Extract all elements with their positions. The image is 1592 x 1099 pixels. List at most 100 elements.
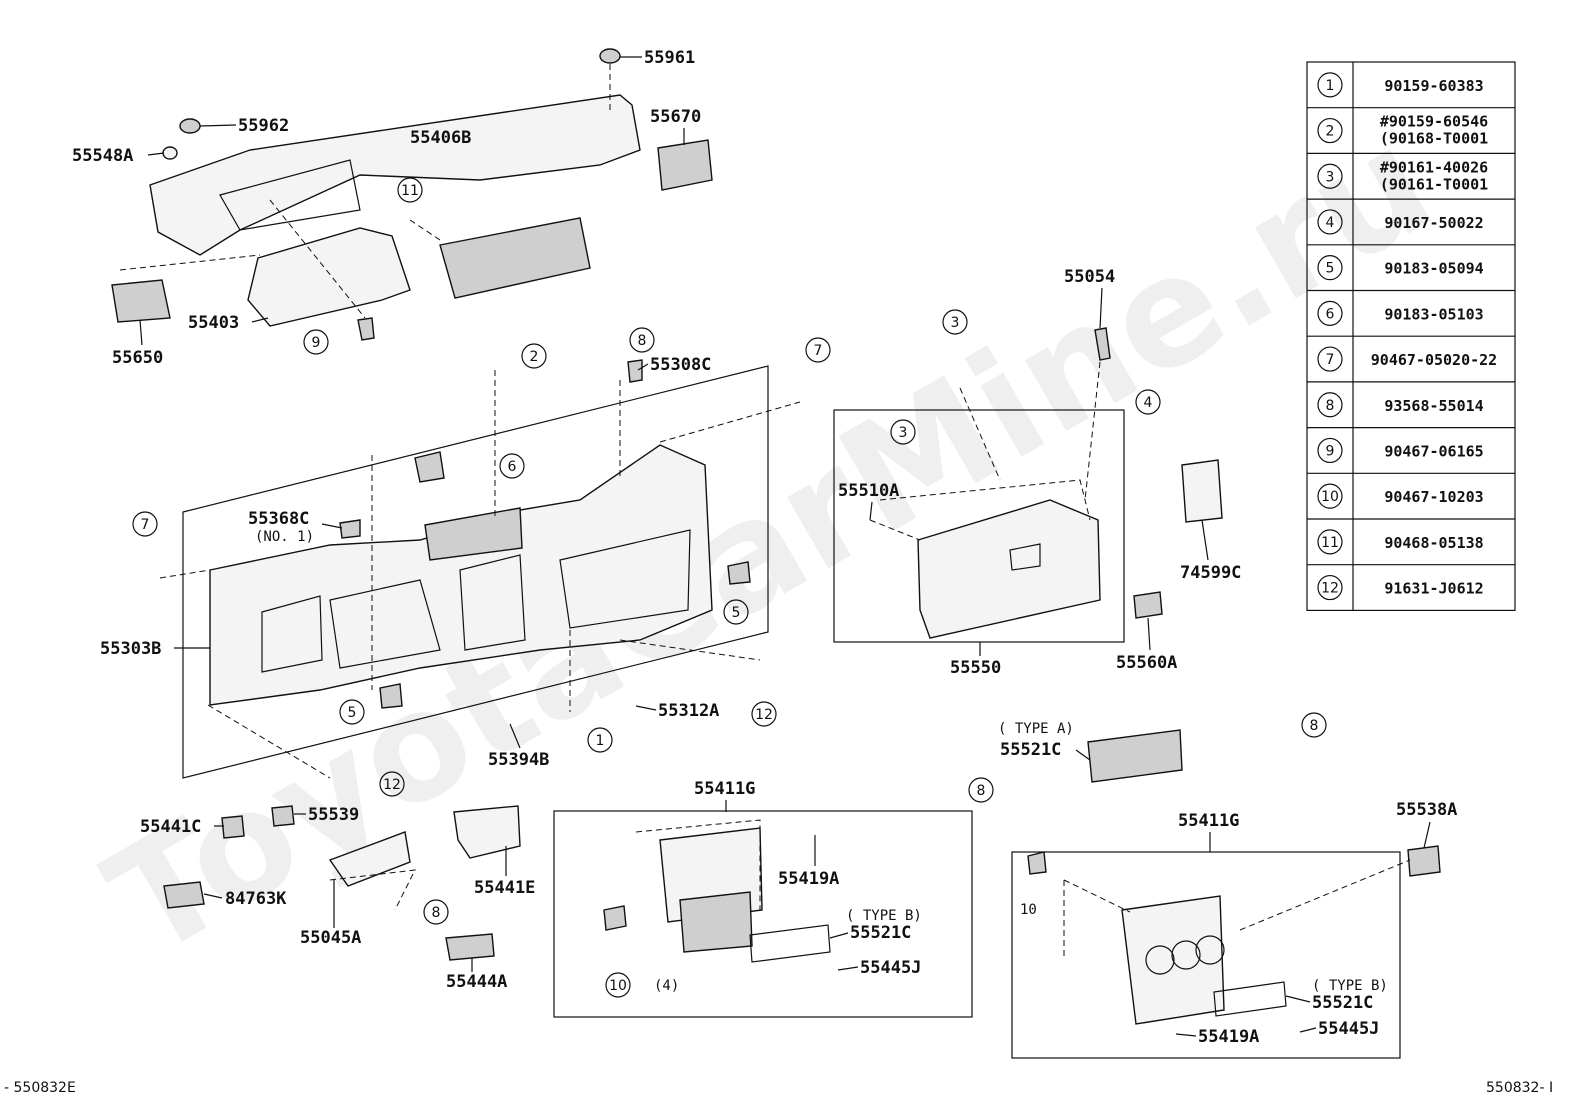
part-labels: 559615596255548A55406B556705565055403553… bbox=[72, 48, 1457, 1047]
callout-8: 8 bbox=[968, 777, 994, 803]
part-label-55961: 55961 bbox=[644, 48, 695, 68]
leader-line bbox=[251, 317, 269, 323]
leader-line bbox=[321, 523, 343, 529]
callout-3: 3 bbox=[890, 419, 916, 445]
ref-num: 6 bbox=[1326, 306, 1335, 322]
callout-circle bbox=[629, 327, 655, 353]
callout-number: 9 bbox=[312, 335, 321, 351]
part-label-55308c: 55308C bbox=[650, 355, 711, 375]
leader-line bbox=[869, 501, 873, 521]
ref-num-circle bbox=[1317, 437, 1343, 464]
callout-number: 2 bbox=[530, 349, 539, 365]
leader-line bbox=[1147, 617, 1151, 651]
note-type-a: ( TYPE A) bbox=[998, 721, 1074, 737]
callout-number: 8 bbox=[1310, 718, 1319, 734]
leader-line bbox=[1175, 1033, 1197, 1037]
ref-num-circle bbox=[1317, 529, 1343, 555]
callout-5: 5 bbox=[339, 699, 365, 725]
corner-code-right: 550832- I bbox=[1486, 1080, 1553, 1096]
part-label-74599c: 74599C bbox=[1180, 563, 1241, 583]
callout-number: 10 bbox=[609, 978, 627, 994]
callout-number: 12 bbox=[383, 777, 401, 793]
ref-num: 4 bbox=[1326, 215, 1335, 231]
part-label-55441c: 55441C bbox=[140, 817, 201, 837]
part-label-55548a: 55548A bbox=[72, 146, 133, 166]
callout-circle bbox=[132, 511, 158, 537]
part-label-55406b: 55406B bbox=[410, 128, 471, 148]
callout-number: 12 bbox=[755, 707, 773, 723]
leader-line bbox=[147, 152, 165, 156]
callout-circle bbox=[303, 329, 329, 355]
ref-num: 3 bbox=[1326, 169, 1335, 185]
part-label-55403: 55403 bbox=[188, 313, 239, 333]
part-label-55444a: 55444A bbox=[446, 972, 507, 992]
callout-1: 1 bbox=[587, 727, 613, 753]
callout-number: 8 bbox=[977, 783, 986, 799]
callout-circle bbox=[968, 777, 994, 803]
callout-number: 3 bbox=[951, 315, 960, 331]
part-label-55650: 55650 bbox=[112, 348, 163, 368]
part-label-55538a: 55538A bbox=[1396, 800, 1457, 820]
part-label-55962: 55962 bbox=[238, 116, 289, 136]
callout-circle bbox=[1135, 389, 1161, 415]
leader-line bbox=[203, 893, 223, 899]
leader-line bbox=[635, 705, 657, 711]
note-no1: (NO. 1) bbox=[255, 529, 314, 545]
ref-part-number: (90168-T0001 bbox=[1380, 130, 1488, 148]
ref-part-number: 90183-05094 bbox=[1384, 260, 1483, 278]
ref-num-circle bbox=[1317, 209, 1343, 235]
leader-line bbox=[1423, 821, 1431, 849]
part-label-55368c: 55368C bbox=[248, 509, 309, 529]
ref-num-circle bbox=[1317, 574, 1343, 601]
ref-num: 5 bbox=[1326, 261, 1335, 277]
ref-num-circle bbox=[1317, 392, 1343, 418]
part-label-55441e: 55441E bbox=[474, 878, 535, 898]
upper-dash-panel bbox=[111, 48, 713, 341]
ref-num: 8 bbox=[1326, 398, 1335, 414]
leader-line bbox=[1285, 995, 1311, 1003]
ref-part-number: (90161-T0001 bbox=[1380, 175, 1488, 193]
ref-part-number: 91631-J0612 bbox=[1384, 580, 1483, 598]
callout-circle bbox=[751, 701, 777, 727]
callout-10-box: 10 bbox=[605, 972, 631, 998]
callout-3: 3 bbox=[942, 309, 968, 335]
lower-instrument-panel bbox=[159, 359, 801, 779]
part-label-55045a: 55045A bbox=[300, 928, 361, 948]
callout-circle bbox=[397, 177, 423, 203]
note-type-b-1: ( TYPE B) bbox=[846, 908, 922, 924]
part-label-55411g_a: 55411G bbox=[694, 779, 755, 799]
callout-number: 8 bbox=[432, 905, 441, 921]
ref-num-circle bbox=[1317, 72, 1343, 98]
ref-part-number: 90467-10203 bbox=[1384, 488, 1483, 506]
ref-num: 1 bbox=[1326, 78, 1335, 94]
callout-number: 6 bbox=[508, 459, 517, 475]
callout-circle bbox=[805, 337, 831, 363]
ref-row-2: 2#90159-60546(90168-T0001 bbox=[1307, 107, 1515, 148]
ref-part-number: 90467-06165 bbox=[1384, 442, 1483, 460]
part-label-55312a: 55312A bbox=[658, 701, 719, 721]
ref-part-number: 90468-05138 bbox=[1384, 534, 1483, 552]
callout-4: 4 bbox=[1135, 389, 1161, 415]
notes: (NO. 1) ( TYPE A) ( TYPE B) ( TYPE B) (4… bbox=[255, 529, 1388, 994]
part-label-55539: 55539 bbox=[308, 805, 359, 825]
part-label-55411g_b: 55411G bbox=[1178, 811, 1239, 831]
leader-line bbox=[637, 363, 649, 371]
callout-circle bbox=[723, 599, 749, 625]
callout-number: 8 bbox=[638, 333, 647, 349]
corner-code-left: - 550832E bbox=[4, 1080, 76, 1096]
ref-num-circle bbox=[1317, 346, 1343, 372]
part-label-84763k: 84763K bbox=[225, 889, 287, 909]
center-cluster-box-2 bbox=[1011, 845, 1441, 1059]
callout-circle bbox=[890, 419, 916, 445]
ref-num-circle bbox=[1317, 255, 1343, 281]
leader-line bbox=[139, 319, 143, 346]
callout-8: 8 bbox=[423, 899, 449, 925]
note-qty-4: (4) bbox=[654, 978, 679, 994]
